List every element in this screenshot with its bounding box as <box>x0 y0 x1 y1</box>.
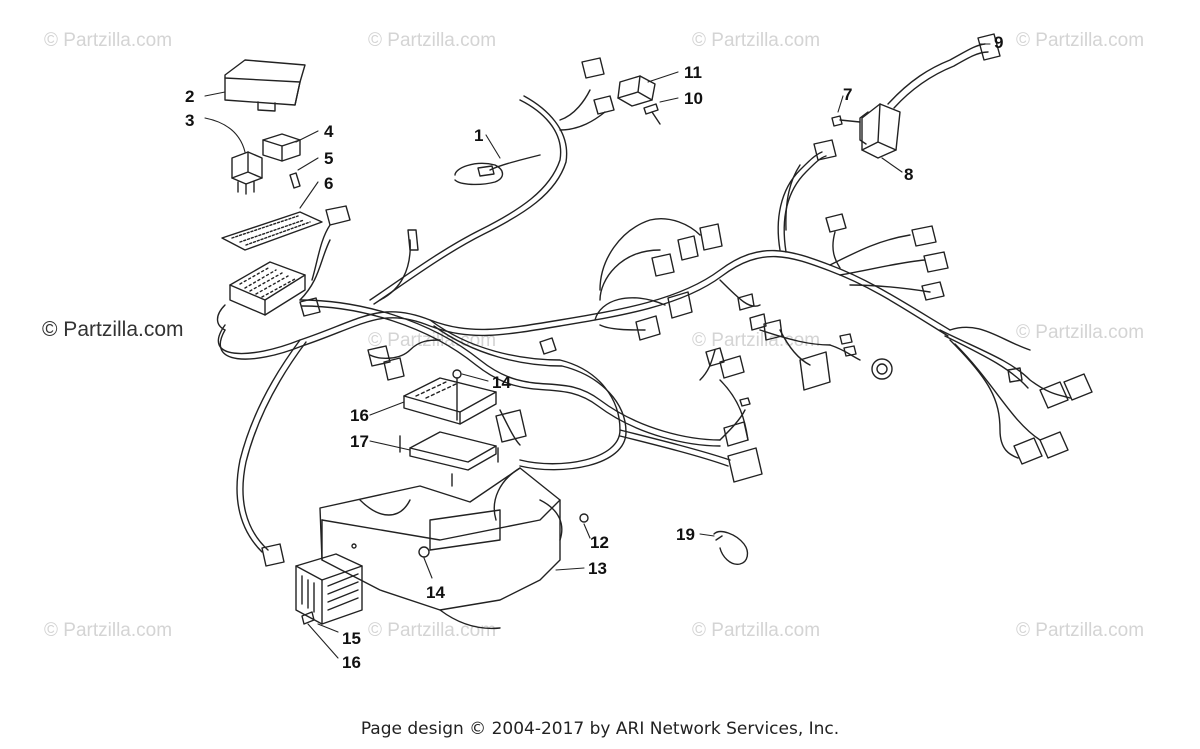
sensor-part-11 <box>617 75 656 107</box>
callout-3: 3 <box>185 111 194 130</box>
callout-labels: 2 3 4 5 6 1 11 10 9 7 8 14 16 17 12 13 1… <box>185 33 1003 672</box>
connector <box>299 205 419 317</box>
fuse-decal-part-6 <box>221 211 323 251</box>
callout-14: 14 <box>426 583 445 602</box>
callout-17: 16 <box>350 406 369 425</box>
callout-10: 10 <box>684 89 703 108</box>
footer-copyright: Page design © 2004-2017 by ARI Network S… <box>360 719 840 739</box>
screw-part-12 <box>579 513 589 523</box>
ecu-module-part-17 <box>403 377 497 425</box>
callout-7: 7 <box>843 85 852 104</box>
connector <box>813 139 837 161</box>
callout-6: 6 <box>324 174 333 193</box>
fuse-part-5 <box>289 172 301 189</box>
watermark: © Partzilla.com <box>1016 30 1145 51</box>
bolt-part-16 <box>301 611 315 625</box>
callout-4: 4 <box>324 122 334 141</box>
callout-9: 9 <box>994 33 1003 52</box>
watermark: © Partzilla.com <box>1016 322 1145 343</box>
ignition-coil-part-8 <box>859 103 901 159</box>
leader-lines <box>204 43 991 659</box>
relay-part-4 <box>262 133 301 162</box>
watermark: © Partzilla.com <box>1016 620 1145 641</box>
watermark: © Partzilla.com <box>368 30 497 51</box>
callout-16: 16 <box>342 653 361 672</box>
callout-18: 17 <box>350 432 369 451</box>
cable-tie-part-19 <box>713 530 749 565</box>
watermark: © Partzilla.com <box>692 30 821 51</box>
bolt-part-14 <box>452 369 462 421</box>
connector <box>581 57 615 115</box>
callout-12: 12 <box>590 533 609 552</box>
relay-part-3 <box>231 151 263 195</box>
main-harness <box>217 89 1071 553</box>
relay-box-part-2 <box>224 59 306 112</box>
watermark: © Partzilla.com <box>692 620 821 641</box>
callout-8: 8 <box>904 165 913 184</box>
callout-5: 5 <box>324 149 333 168</box>
voltage-regulator-part-15 <box>261 543 363 625</box>
callout-14: 14 <box>492 373 511 392</box>
watermark: © Partzilla.com <box>368 620 497 641</box>
bolt-part-10 <box>643 103 661 125</box>
fuse-block <box>216 261 306 331</box>
spark-plug-wire-part-9 <box>887 33 1001 109</box>
mounting-bracket-part-18 <box>399 431 499 487</box>
watermark: © Partzilla.com <box>692 330 821 351</box>
callout-13: 13 <box>588 559 607 578</box>
callout-15: 15 <box>342 629 361 648</box>
callout-19: 19 <box>676 525 695 544</box>
connector-group-center <box>367 223 893 483</box>
watermark: © Partzilla.com <box>44 30 173 51</box>
callout-1: 1 <box>474 126 483 145</box>
watermark: © Partzilla.com <box>44 620 173 641</box>
bolt-part-7 <box>831 115 861 127</box>
electrical-tray-part-13 <box>319 467 563 630</box>
watermark-primary: © Partzilla.com <box>42 318 184 341</box>
connector-part-1 <box>454 162 504 186</box>
callout-2: 2 <box>185 87 194 106</box>
connector-group-right <box>825 213 1093 465</box>
callout-11: 11 <box>684 63 702 82</box>
